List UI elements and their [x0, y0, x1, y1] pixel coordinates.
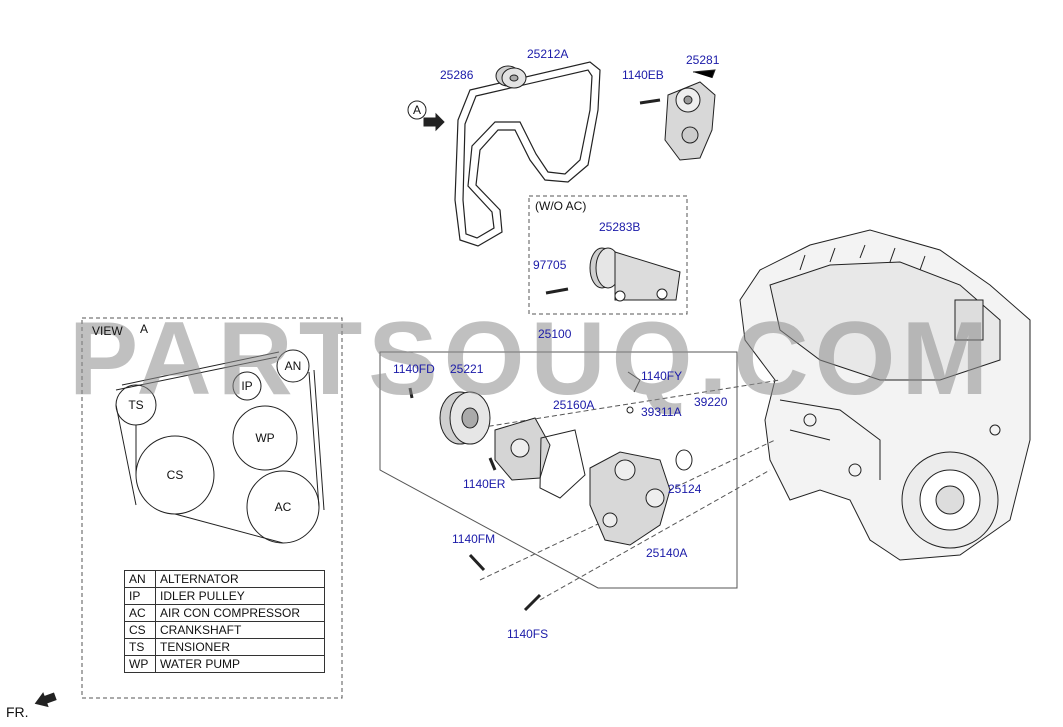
legend-name: AIR CON COMPRESSOR [155, 604, 325, 622]
front-label: FR. [6, 704, 29, 720]
part-label-25281[interactable]: 25281 [686, 53, 720, 67]
view-a-arrow [407, 100, 445, 132]
pulley-label-an: AN [284, 359, 302, 373]
legend-abbr: AC [124, 604, 156, 622]
part-label-39220[interactable]: 39220 [694, 395, 728, 409]
part-label-1140eb[interactable]: 1140EB [622, 68, 664, 82]
legend-name: IDLER PULLEY [155, 587, 325, 605]
water-pump [408, 387, 586, 499]
legend-abbr: AN [124, 570, 156, 588]
wo-ac-label: (W/O AC) [535, 199, 587, 213]
pulley-label-wp: WP [255, 431, 275, 445]
idler-bracket [545, 247, 681, 302]
part-label-25140a[interactable]: 25140A [646, 546, 688, 560]
part-label-1140fd[interactable]: 1140FD [393, 362, 435, 376]
view-a-box [81, 317, 343, 699]
view-label: VIEW [92, 324, 123, 338]
water-inlet-housing [468, 371, 693, 612]
legend-name: ALTERNATOR [155, 570, 325, 588]
legend-abbr: CS [124, 621, 156, 639]
engine-block [739, 229, 1031, 561]
legend-name: CRANKSHAFT [155, 621, 325, 639]
pulley-label-cs: CS [166, 468, 184, 482]
wo-ac-box [528, 195, 688, 315]
ref-a-label: A [413, 103, 422, 117]
view-ref-label: A [140, 322, 149, 336]
pulley-label-ip: IP [241, 379, 253, 393]
pulley-label-ac: AC [274, 500, 292, 514]
part-label-1140fs[interactable]: 1140FS [507, 627, 549, 641]
part-label-25286[interactable]: 25286 [440, 68, 474, 82]
drive-belt [454, 61, 601, 247]
front-arrow-icon [34, 692, 57, 708]
part-label-25283b[interactable]: 25283B [599, 220, 641, 234]
tensioner [639, 69, 716, 161]
pulley-ip [232, 371, 262, 401]
part-label-97705[interactable]: 97705 [533, 258, 567, 272]
legend-abbr: WP [124, 655, 156, 673]
part-label-25221[interactable]: 25221 [450, 362, 484, 376]
part-label-25124[interactable]: 25124 [668, 482, 702, 496]
legend-abbr: TS [124, 638, 156, 656]
pulley-wp [232, 405, 298, 471]
part-label-1140fy[interactable]: 1140FY [641, 369, 683, 383]
legend-abbr: IP [124, 587, 156, 605]
assembly-box [379, 351, 738, 589]
part-label-25100[interactable]: 25100 [538, 327, 572, 341]
belt-route-diagram [115, 349, 325, 544]
legend-name: TENSIONER [155, 638, 325, 656]
pulley-label-ts: TS [128, 398, 144, 412]
part-label-1140fm[interactable]: 1140FM [452, 532, 496, 546]
part-label-1140er[interactable]: 1140ER [463, 477, 506, 491]
legend-name: WATER PUMP [155, 655, 325, 673]
part-label-25212a[interactable]: 25212A [527, 47, 569, 61]
part-label-25160a[interactable]: 25160A [553, 398, 595, 412]
pulley-an [276, 349, 310, 383]
part-label-39311a[interactable]: 39311A [641, 405, 682, 419]
idler-pulley [495, 65, 527, 89]
